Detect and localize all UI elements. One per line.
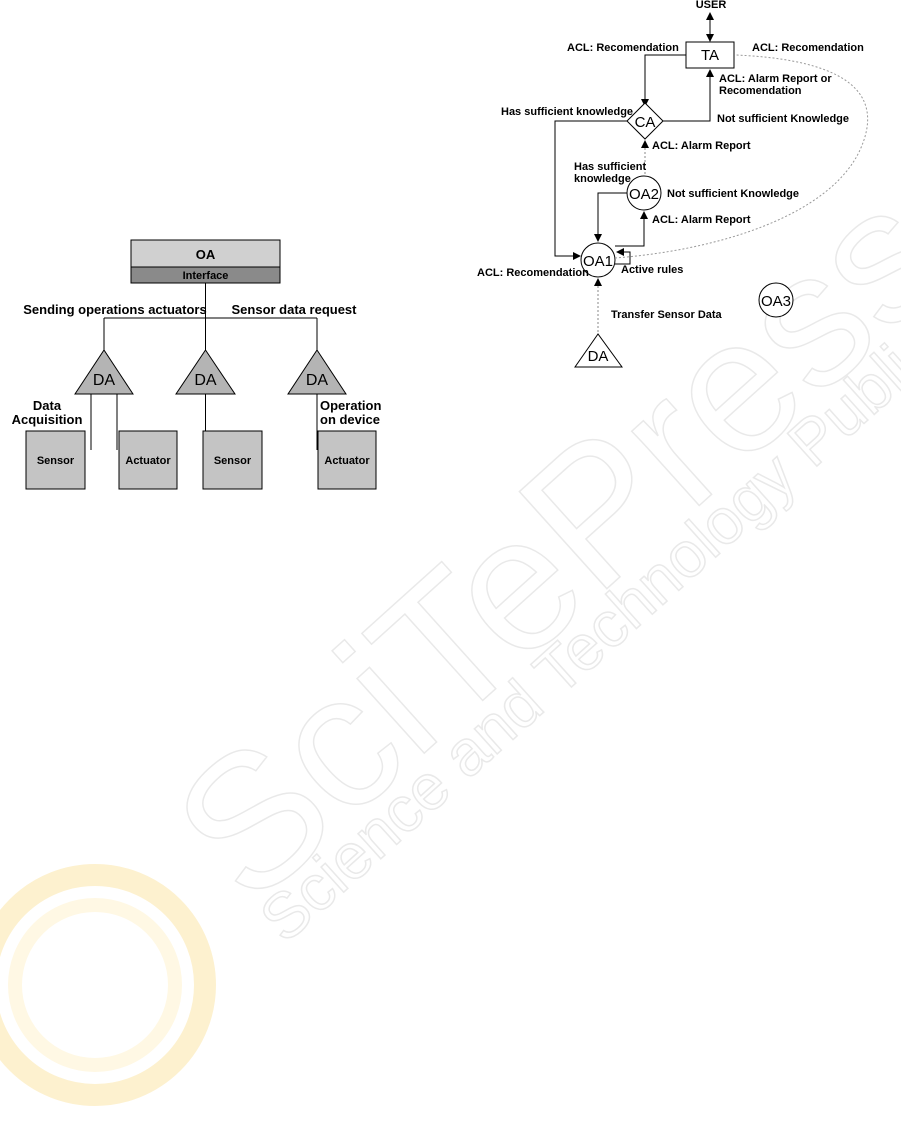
oa3-node: [758, 282, 794, 318]
acl-recomendation-oa1: ACL: Recomendation: [477, 267, 589, 279]
da-label-1: DA: [93, 372, 116, 389]
user-label: USER: [696, 0, 727, 11]
oa-interface-label: Interface: [183, 270, 229, 282]
active-rules-label: Active rules: [621, 264, 683, 276]
device-actuator-1-label: Actuator: [125, 455, 171, 467]
oa-title: OA: [196, 247, 216, 262]
da-label-right: DA: [588, 348, 609, 365]
device-sensor-1: [25, 430, 86, 490]
ca-to-ta-arrow: [663, 69, 714, 122]
not-sufficient-knowledge-2: Not sufficient Knowledge: [667, 188, 799, 200]
sensor-data-request-label: Sensor data request: [232, 302, 358, 317]
da-label-2: DA: [194, 372, 217, 389]
device-actuator-1: [118, 430, 178, 490]
data-acquisition-label-2: Acquisition: [12, 412, 83, 427]
transfer-sensor-data-label: Transfer Sensor Data: [611, 309, 723, 321]
ca-diamond: [626, 102, 664, 140]
sending-operations-label: Sending operations actuators: [23, 302, 206, 317]
ta-to-ca-arrow: [641, 54, 686, 107]
not-sufficient-knowledge-1: Not sufficient Knowledge: [717, 113, 849, 125]
ta-label: TA: [701, 47, 719, 64]
right-flow-diagram: USER TA ACL: Recomendation ACL: Recomend…: [477, 0, 869, 368]
oa1-to-oa2-arrow: [615, 211, 648, 247]
da-label-3: DA: [306, 372, 329, 389]
da-triangle-1: [74, 349, 134, 395]
device-sensor-1-label: Sensor: [37, 455, 75, 467]
oa3-label: OA3: [761, 293, 791, 310]
acl-alarm-or-recomendation-2: Recomendation: [719, 85, 802, 97]
active-rules-loop: [615, 248, 631, 265]
has-sufficient-knowledge-1: Has sufficient knowledge: [501, 106, 633, 118]
acl-alarm-report-2: ACL: Alarm Report: [652, 214, 751, 226]
oa2-label: OA2: [629, 186, 659, 203]
acl-recomendation-left: ACL: Recomendation: [567, 42, 679, 54]
acl-recomendation-right: ACL: Recomendation: [752, 42, 864, 54]
ca-label: CA: [635, 114, 656, 131]
data-acquisition-label-1: Data: [33, 398, 62, 413]
ca-to-oa1-arrow: [554, 120, 627, 260]
operation-device-label-2: on device: [320, 412, 380, 427]
left-architecture-diagram: OA Interface Sending operations actuator…: [12, 239, 381, 490]
acl-alarm-or-recomendation-1: ACL: Alarm Report or: [719, 73, 832, 85]
acl-alarm-report-1: ACL: Alarm Report: [652, 140, 751, 152]
oa1-label: OA1: [583, 253, 613, 270]
device-sensor-2-label: Sensor: [214, 455, 252, 467]
oa1-ta-dotted-curve: [614, 54, 869, 259]
oa1-node: [580, 242, 616, 278]
publisher-logo: [0, 864, 216, 1106]
operation-device-label-1: Operation: [320, 398, 381, 413]
oa2-to-oa1-arrow: [594, 192, 627, 242]
ta-box: [685, 41, 735, 69]
has-sufficient-knowledge-2a: Has sufficient: [574, 161, 646, 173]
device-sensor-2: [202, 430, 263, 490]
device-actuator-2-label: Actuator: [324, 455, 370, 467]
has-sufficient-knowledge-2b: knowledge: [574, 173, 631, 185]
device-actuator-2: [317, 430, 377, 490]
da-triangle-right: [574, 333, 623, 368]
